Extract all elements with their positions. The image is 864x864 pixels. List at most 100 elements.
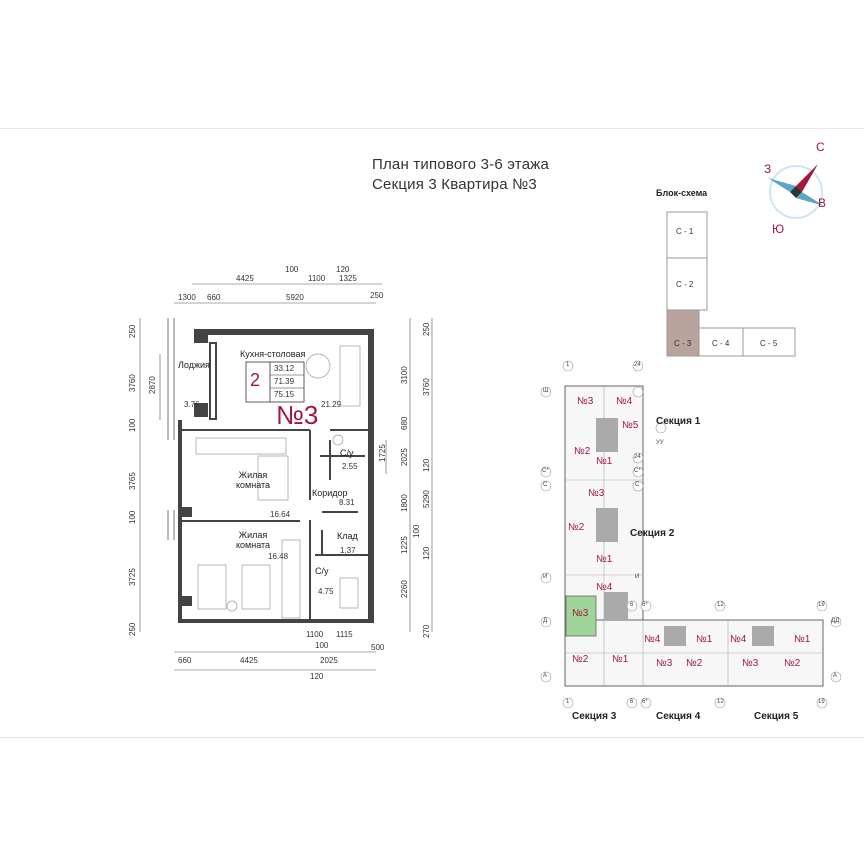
dim-top1-a: 4425 [236,274,254,283]
room-bath1-area: 2.55 [342,462,358,471]
rooms-count: 2 [250,370,261,390]
kp-axis: 12 [717,602,724,608]
dim-bottom1-c: 100 [315,641,329,650]
kp-axis: И [635,574,640,580]
kp-apt: №2 [568,522,585,533]
kp-apt: №3 [742,658,759,669]
room-corridor-label: Коридор [312,488,348,498]
kp-axis: 6 [630,602,634,608]
kp-apt: №1 [596,554,613,565]
room-living1-label: Жилая комната [236,470,271,490]
kp-apt: №3 [588,488,605,499]
kp-axis: 6* [642,602,648,608]
area-total: 71.39 [274,377,295,386]
dim-bottom2-c: 120 [310,672,324,681]
section-2-label: Секция 2 [630,528,675,539]
kp-axis: ДД [831,618,840,624]
room-kitchen-area: 21.29 [321,400,342,409]
kp-axis: Ш [543,388,549,394]
kp-apt: №3 [577,396,594,407]
room-living2-label: Жилая комната [236,530,271,550]
section-4-label: Секция 4 [656,711,701,722]
room-storage-area: 1.37 [340,546,356,555]
kp-axis: А [833,673,838,679]
dim-bottom2-b: 4425 [240,656,258,665]
kp-apt: №3 [656,658,673,669]
kp-axis: 24 [634,362,641,368]
room-bath2-area: 4.75 [318,587,334,596]
compass-west-label: З [764,162,772,176]
kp-apt: №2 [572,654,589,665]
kp-axis: 19 [818,699,825,705]
dim-top2-a: 1300 [178,293,196,302]
kp-apt: №2 [686,658,703,669]
dim-bottom2-a: 660 [178,656,192,665]
block-label-c3: С - 3 [674,339,692,348]
kp-axis: С [543,482,548,488]
kp-apt: №4 [644,634,661,645]
apartment-number: №3 [276,400,319,430]
kp-axis: А [543,673,548,679]
kp-apt: №4 [616,396,633,407]
block-scheme-title: Блок-схема [656,188,708,198]
kp-axis: 24 [634,454,641,460]
dim-bottom1-e: 500 [371,643,385,652]
kp-apt: №1 [596,456,613,467]
dim-top1-c: 1100 [308,274,326,283]
dim-top2-c: 5920 [286,293,304,302]
block-label-c2: С - 2 [676,280,694,289]
kp-apt: №1 [696,634,713,645]
kp-apt: №1 [794,634,811,645]
kp-apt: №4 [730,634,747,645]
room-storage-label: Клад [337,531,358,541]
compass-east-label: В [818,196,827,210]
room-living1-area: 16.64 [270,510,291,519]
kp-axis: 19 [818,602,825,608]
dim-bottom1-d: 2025 [320,656,338,665]
kp-axis: Д [543,618,548,624]
dim-top2-d: 250 [370,291,384,300]
kp-apt: №2 [784,658,801,669]
room-loggia-area: 3.76 [184,400,200,409]
kp-axis: 1 [566,699,570,705]
dim-top1-b: 100 [285,265,299,274]
compass-south-label: Ю [772,222,785,236]
area-total-with-loggia: 75.15 [274,390,295,399]
kp-apt: №4 [596,582,613,593]
dim-top1-d: 120 [336,265,350,274]
room-loggia-label: Лоджия [178,360,210,370]
block-label-c5: С - 5 [760,339,778,348]
dim-bottom1-a: 1100 [306,630,324,639]
section-1-label: Секция 1 [656,416,701,427]
room-kitchen-label: Кухня-столовая [240,349,306,359]
kp-axis: С* [542,468,549,474]
dim-bottom1-b: 1115 [336,630,353,639]
kp-axis: 6* [642,699,648,705]
kp-axis: 12 [717,699,724,705]
kp-apt: №1 [612,654,629,665]
area-total-living: 33.12 [274,364,295,373]
plan-title-line2: Секция 3 Квартира №3 [372,176,537,193]
kp-axis: 6 [630,699,634,705]
dim-top1-e: 1325 [339,274,357,283]
section-3-label: Секция 3 [572,711,617,722]
section-5-label: Секция 5 [754,711,799,722]
compass-north-label: С [816,140,825,154]
dim-top2-b: 660 [207,293,221,302]
room-bath1-label: С/у [340,448,354,458]
block-label-c1: С - 1 [676,227,694,236]
kp-apt: №5 [622,420,639,431]
block-label-c4: С - 4 [712,339,730,348]
kp-axis: С* [634,468,641,474]
room-bath2-label: С/у [315,566,329,576]
room-living2-area: 16.48 [268,552,289,561]
kp-axis: УУ [656,440,664,446]
kp-axis: 1 [566,362,570,368]
kp-apt: №2 [574,446,591,457]
kp-axis: И [543,574,548,580]
room-corridor-area: 8.31 [339,498,355,507]
